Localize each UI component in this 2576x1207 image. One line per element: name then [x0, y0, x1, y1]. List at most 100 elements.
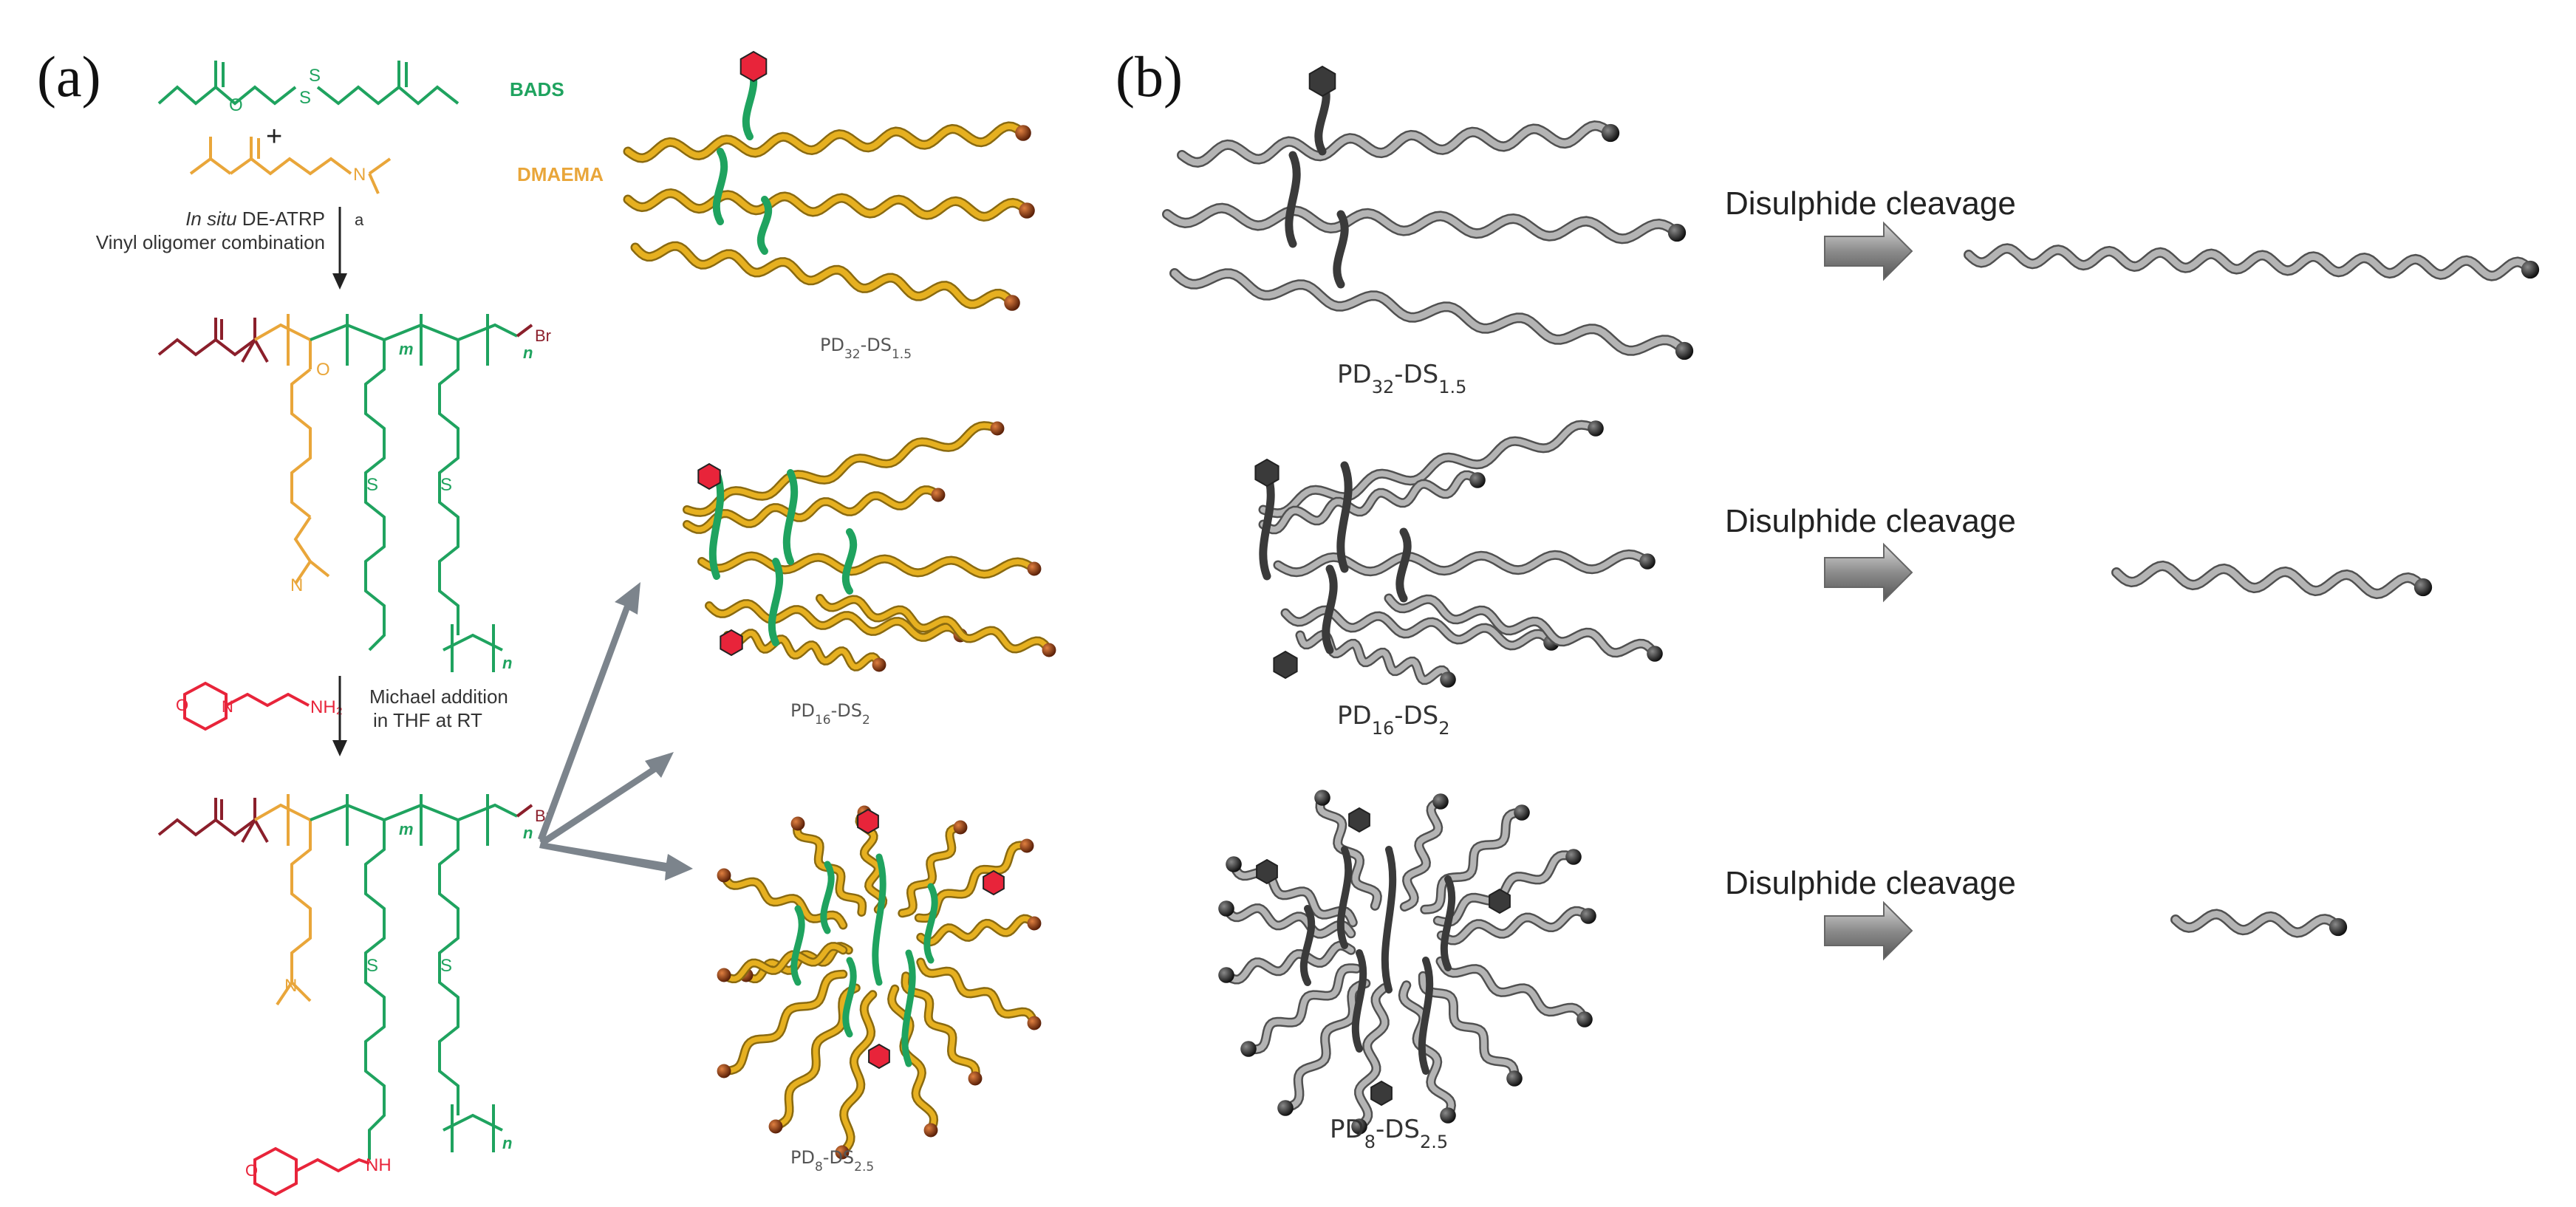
b3-chain-3	[1282, 980, 1369, 1111]
product-n-atom: N	[284, 976, 297, 996]
caption-b-pd16: PD16-DS2	[1337, 701, 1450, 739]
caption-b-pd32: PD32-DS1.5	[1337, 360, 1466, 397]
b3-chain-11	[1401, 799, 1444, 910]
a3-chain-7	[918, 960, 1037, 1026]
a1-green-link-1	[712, 148, 728, 225]
a3-chain-7-end-ball	[1027, 1016, 1042, 1030]
b1-dark-hexagon	[1308, 65, 1336, 98]
b3-chain-8	[1438, 908, 1591, 944]
b1-chain-2	[1171, 270, 1688, 355]
b3-chain-12-end-ball	[1314, 790, 1330, 806]
intermediate-n-label: n	[523, 343, 533, 362]
a2-chain-3	[706, 601, 963, 640]
polymer-intermediate-structure	[157, 314, 533, 672]
a3-chain-8	[918, 916, 1037, 945]
b-cleaved-chain-3-end-ball	[2329, 917, 2348, 937]
a3-chain-10	[899, 824, 963, 916]
b3-dark-hexagon-4	[1370, 1080, 1393, 1107]
b3-chain-9	[1435, 852, 1576, 926]
structure-a-pd32	[623, 50, 1035, 311]
bads-s-label-1: S	[299, 88, 311, 108]
step1-tag: a	[355, 211, 364, 229]
b3-chain-0-end-ball	[1226, 856, 1242, 872]
amine-n-label: N	[222, 697, 233, 716]
b1-chain-2-end-ball	[1675, 341, 1694, 360]
a3-chain-9-end-ball	[1019, 838, 1034, 853]
b3-dark-hexagon-2	[1489, 888, 1511, 914]
cleaved-chain-1	[1964, 243, 2540, 281]
step1-line2: Vinyl oligomer combination	[96, 231, 325, 253]
b3-chain-2	[1246, 965, 1360, 1053]
b2-dark-hexagon-2	[1273, 650, 1298, 680]
a3-chain-2-end-ball	[717, 1064, 731, 1078]
b2-chain-4-end-ball	[1647, 646, 1663, 662]
amine-o-label: O	[176, 696, 188, 714]
product-nh-label: NH	[366, 1155, 392, 1175]
branch-arrows	[538, 582, 693, 881]
product-n-label-2: n	[502, 1134, 512, 1152]
b3-chain-1-end-ball	[1218, 967, 1234, 983]
b2-dark-link-1	[1259, 468, 1275, 581]
a3-chain-4-end-ball	[835, 1145, 850, 1160]
a2-chain-1	[684, 487, 941, 533]
cleavage-arrow-3	[1824, 900, 1913, 961]
b2-chain-5-end-ball	[1440, 671, 1456, 688]
branch-arrow-mid	[539, 752, 674, 846]
amine-nh2-label: NH₂	[310, 697, 343, 717]
b-cleaved-chain-1	[1965, 245, 2534, 280]
a3-green-link-1	[872, 853, 886, 986]
b3-chain-10	[1421, 810, 1525, 913]
a3-red-hexagon-3	[868, 1043, 890, 1070]
caption-b-pd8: PD8-DS2.5	[1330, 1115, 1448, 1152]
b1-chain-0	[1178, 122, 1614, 166]
step2-arrow	[332, 676, 347, 756]
b3-dark-hexagon-3	[1256, 858, 1278, 885]
caption-a-pd16: PD16-DS2	[790, 700, 870, 728]
a2-chain-4	[817, 595, 1052, 653]
b3-chain-2-end-ball	[1240, 1041, 1257, 1057]
b3-chain-5	[1400, 982, 1455, 1118]
a2-red-hexagon-1	[697, 462, 721, 490]
b2-chain-1-end-ball	[1469, 472, 1486, 488]
a2-chain-2	[699, 553, 1037, 578]
cleavage-arrow-2	[1824, 542, 1913, 603]
bads-label: BADS	[510, 78, 564, 100]
b1-dark-link-2	[1333, 210, 1349, 289]
a1-chain-1-end-ball	[1019, 202, 1035, 219]
b2-dark-hexagon-1	[1254, 458, 1280, 488]
a3-red-hexagon-2	[983, 869, 1005, 896]
dmaema-n-label: N	[353, 165, 366, 185]
a3-chain-3	[773, 985, 859, 1129]
b3-chain-6-end-ball	[1506, 1070, 1523, 1087]
b2-chain-5	[1297, 632, 1451, 683]
dmaema-monomer-structure	[189, 137, 392, 194]
b3-chain-11-end-ball	[1432, 793, 1449, 810]
intermediate-br-label: Br	[535, 326, 551, 345]
a2-chain-5-end-ball	[872, 657, 886, 672]
b1-dark-link-1	[1285, 151, 1301, 248]
panel-b-letter: (b)	[1116, 44, 1183, 109]
intermediate-n-atom: N	[290, 575, 303, 595]
b2-chain-0	[1260, 422, 1599, 516]
b1-chain-1	[1164, 205, 1681, 242]
a1-chain-0-end-ball	[1015, 125, 1031, 141]
step1-line1: In situ DE-ATRP	[185, 208, 325, 230]
b-cleaved-chain-2-end-ball	[2413, 578, 2433, 597]
cleavage-arrow-1	[1824, 221, 1913, 281]
b3-dark-link-3	[1351, 949, 1367, 1053]
a3-chain-6	[902, 973, 979, 1081]
b3-chain-7-end-ball	[1576, 1011, 1593, 1028]
product-s-label-2: S	[440, 956, 452, 976]
a2-chain-0-end-ball	[990, 421, 1005, 436]
b3-dark-link-1	[1381, 846, 1397, 994]
b3-dark-link-4	[1418, 957, 1434, 1075]
plus-sign: +	[266, 121, 282, 152]
bads-monomer-structure	[157, 61, 459, 106]
a1-chain-1	[625, 190, 1030, 220]
b3-chain-3-end-ball	[1277, 1100, 1294, 1116]
step2-line2: in THF at RT	[373, 709, 482, 731]
structure-b-pd32	[1162, 65, 1694, 360]
b1-chain-0-end-ball	[1601, 123, 1620, 143]
structure-a-pd8	[717, 805, 1042, 1160]
